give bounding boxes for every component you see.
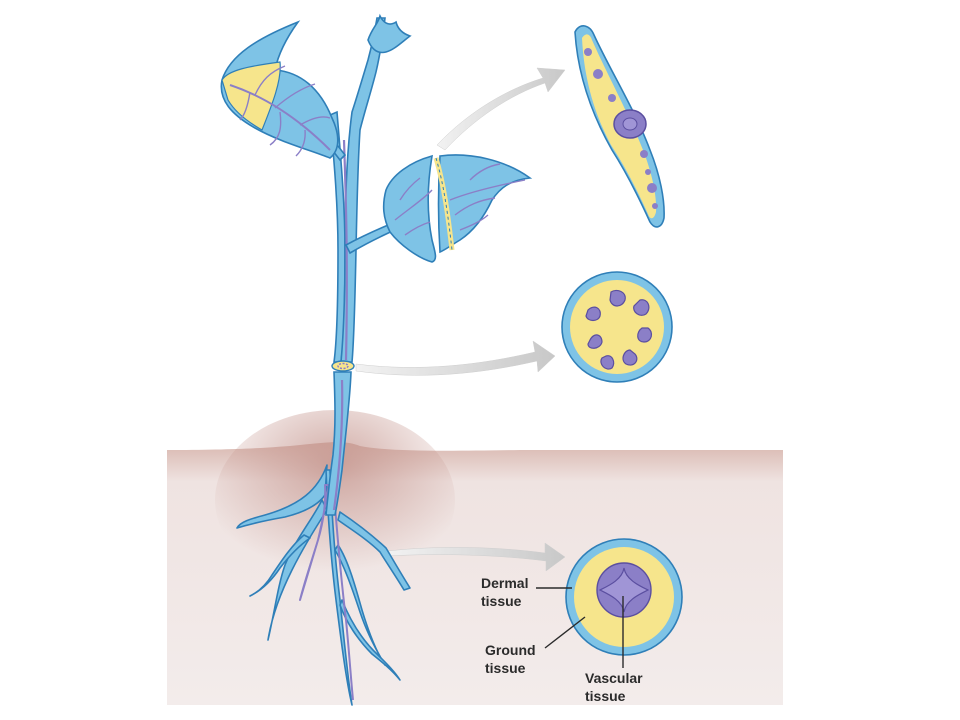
vascular-tissue-label-line2: tissue [585, 688, 626, 704]
ground-tissue-label-line2: tissue [485, 660, 526, 676]
leader-lines [536, 587, 624, 668]
arrow-stem [355, 340, 556, 376]
arrow-root [387, 542, 566, 572]
stem-cross-section [561, 271, 673, 383]
ground-leader-line [544, 616, 586, 649]
leaf-upper [220, 20, 339, 159]
arrow-leaf [436, 67, 566, 151]
soil [167, 410, 783, 705]
ground-tissue-label-line1: Ground [485, 642, 536, 658]
stem [325, 13, 412, 516]
leaf-cut [382, 154, 533, 263]
root-cross-section [565, 538, 683, 656]
dermal-tissue-label-line1: Dermal [481, 575, 528, 591]
leaf-cross-section [574, 25, 665, 228]
roots [236, 464, 411, 706]
dermal-tissue-label-line2: tissue [481, 593, 522, 609]
vascular-tissue-label-line1: Vascular [585, 670, 643, 686]
